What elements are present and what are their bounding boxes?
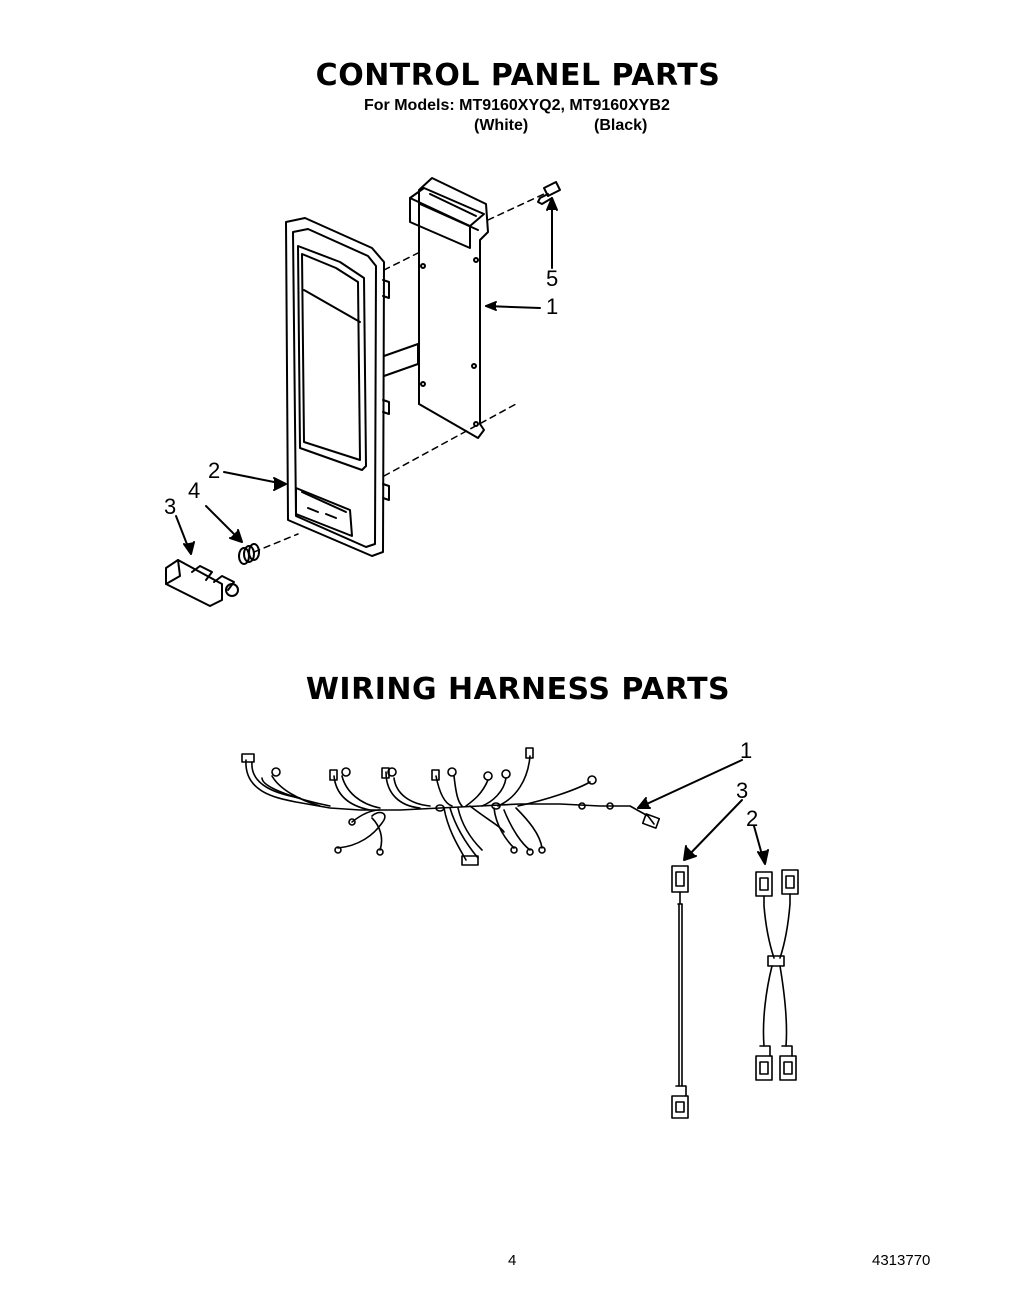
screw-assembly-line xyxy=(487,193,545,221)
page-number: 4 xyxy=(508,1252,517,1269)
leader-lines-control-panel xyxy=(175,197,558,555)
ribbon-cable xyxy=(383,343,419,377)
variant-white: (White) xyxy=(474,117,529,134)
button-assembly xyxy=(165,559,239,607)
callout-spring: 4 xyxy=(188,478,201,503)
leader-lines-wiring-harness xyxy=(637,759,769,865)
jumper-wire-y xyxy=(755,869,799,1081)
control-panel-front xyxy=(285,217,390,557)
screw xyxy=(537,181,561,205)
models-line: For Models: MT9160XYQ2, MT9160XYB2 xyxy=(364,97,670,114)
document-number: 4313770 xyxy=(872,1252,931,1269)
main-wiring-harness xyxy=(241,747,661,866)
callout-button: 3 xyxy=(164,494,177,519)
callout-front-panel: 2 xyxy=(208,458,221,483)
wiring-harness-title: WIRING HARNESS PARTS xyxy=(305,672,731,707)
callout-jumper-y: 2 xyxy=(746,806,759,831)
callout-control-board: 1 xyxy=(546,294,559,319)
control-panel-title: CONTROL PANEL PARTS xyxy=(315,58,721,93)
callout-screw: 5 xyxy=(546,266,559,291)
callout-main-harness: 1 xyxy=(740,738,753,763)
jumper-wire-single xyxy=(671,865,689,1119)
control-board xyxy=(409,177,489,439)
variant-black: (Black) xyxy=(594,117,648,134)
spring xyxy=(238,543,260,565)
callout-jumper-single: 3 xyxy=(736,778,749,803)
